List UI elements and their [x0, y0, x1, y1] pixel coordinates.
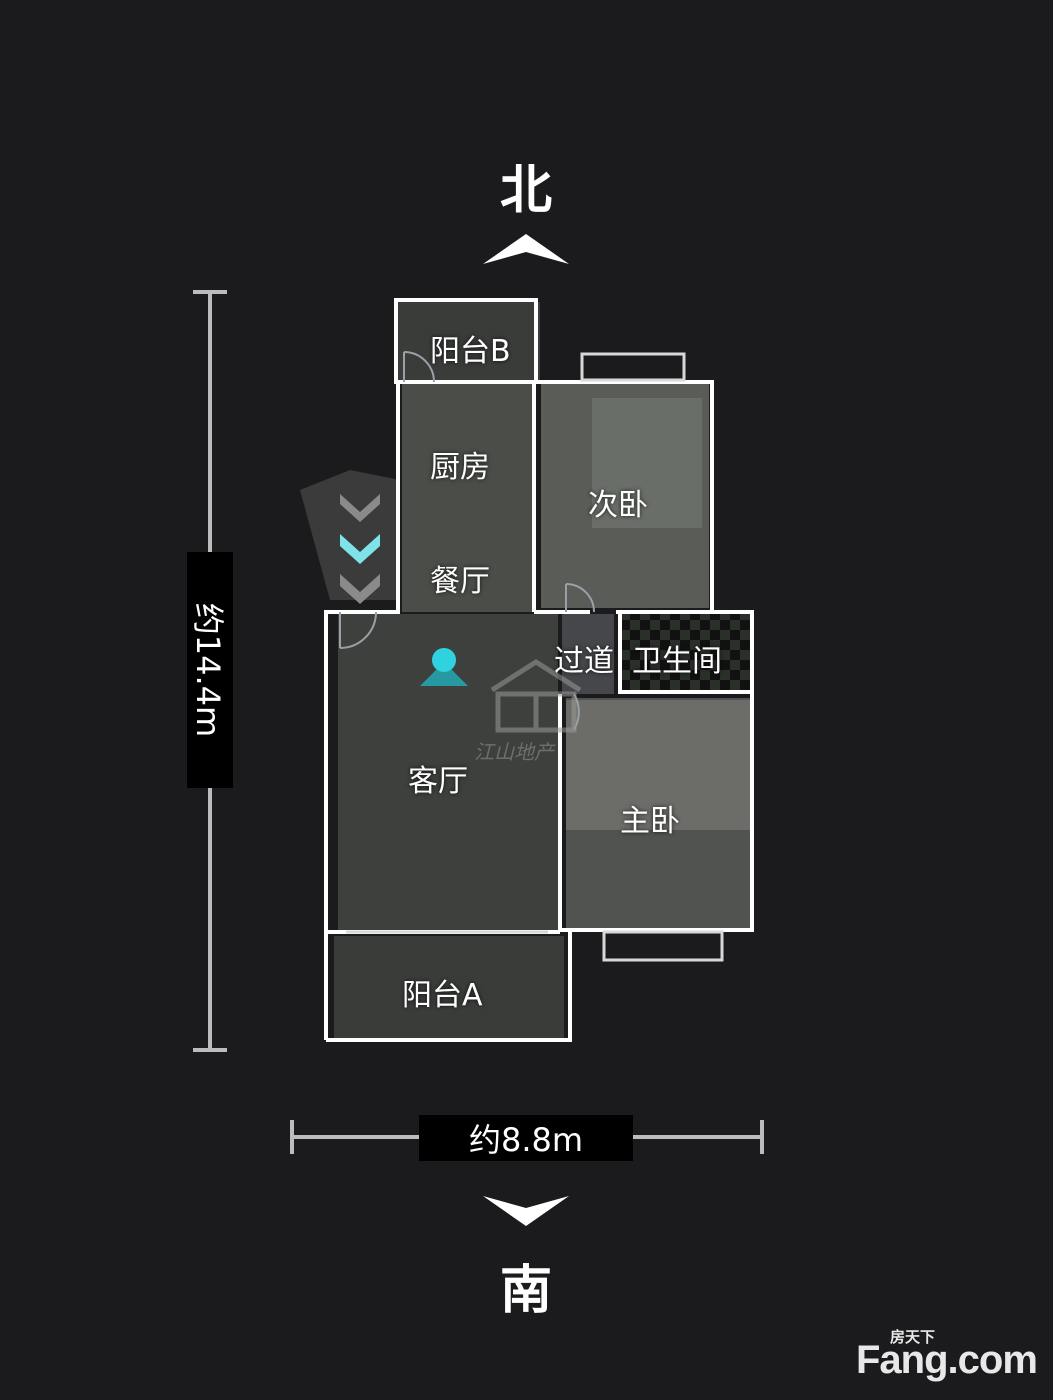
entrance-chevrons-icon[interactable] — [340, 494, 380, 604]
logo-subtitle: 房天下 — [890, 1329, 936, 1346]
chevron-down-icon[interactable] — [483, 1196, 569, 1226]
room-label-balcony-a[interactable]: 阳台A — [402, 978, 483, 1013]
room-textures — [300, 302, 752, 1038]
room-label-dining[interactable]: 餐厅 — [430, 564, 490, 599]
chevron-up-icon[interactable] — [483, 234, 569, 264]
room-label-kitchen[interactable]: 厨房 — [430, 450, 490, 485]
room-label-second-bedroom[interactable]: 次卧 — [588, 488, 648, 523]
walls — [324, 298, 754, 1042]
compass-north-label: 北 — [499, 161, 552, 221]
logo-main: Fang.com — [856, 1338, 1038, 1382]
compass-south-label: 南 — [499, 1261, 552, 1321]
watermark-text: 江山地产 — [474, 740, 554, 764]
doors — [339, 351, 595, 731]
camera-position-icon[interactable] — [420, 648, 468, 686]
room-label-master-bedroom[interactable]: 主卧 — [620, 804, 680, 839]
windows — [346, 352, 724, 962]
room-label-balcony-b[interactable]: 阳台B — [430, 334, 511, 369]
fang-logo: 房天下 Fang.com — [856, 1326, 1041, 1386]
room-label-living[interactable]: 客厅 — [408, 764, 468, 799]
watermark-house-icon — [490, 659, 582, 733]
room-label-corridor[interactable]: 过道 — [554, 644, 614, 679]
height-dimension-label: 约14.4m — [187, 552, 233, 788]
width-dimension-label: 约8.8m — [419, 1115, 633, 1161]
room-label-bathroom[interactable]: 卫生间 — [632, 644, 722, 679]
